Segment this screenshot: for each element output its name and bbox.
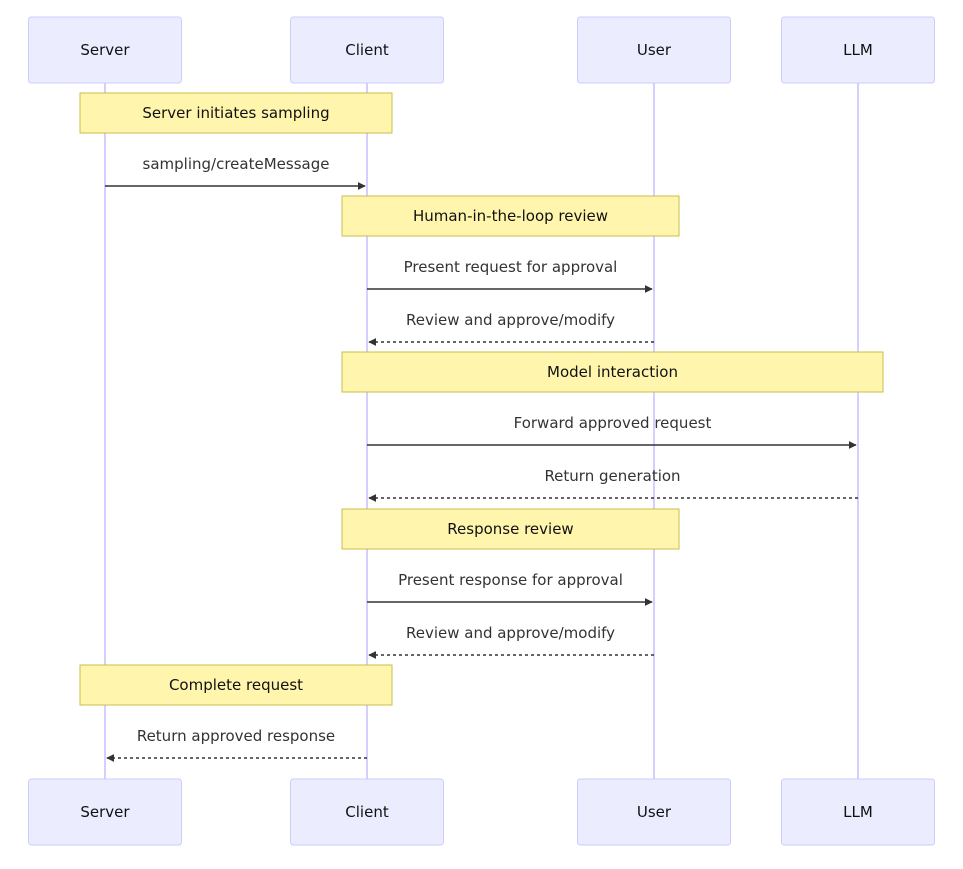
actor-box bbox=[290, 778, 444, 846]
actor-box bbox=[28, 16, 182, 84]
note-text: Complete request bbox=[169, 676, 303, 694]
message: Forward approved request bbox=[367, 414, 857, 449]
actor-user-top: User bbox=[577, 16, 731, 84]
note: Model interaction bbox=[341, 351, 884, 393]
actors-top: Server Client User LLM bbox=[28, 16, 935, 84]
note-box bbox=[341, 508, 680, 550]
message-label: Review and approve/modify bbox=[406, 624, 615, 642]
actor-label: Client bbox=[345, 41, 389, 59]
note-text: Human-in-the-loop review bbox=[413, 207, 608, 225]
actor-label: Server bbox=[80, 803, 130, 821]
actor-server-top: Server bbox=[28, 16, 182, 84]
message-label: sampling/createMessage bbox=[143, 155, 330, 173]
message: Review and approve/modify bbox=[368, 624, 654, 659]
actor-server-bottom: Server bbox=[28, 778, 182, 846]
actor-label: Server bbox=[80, 41, 130, 59]
actor-box bbox=[577, 778, 731, 846]
note: Complete request bbox=[79, 664, 393, 706]
note-box bbox=[341, 195, 680, 237]
actor-user-bottom: User bbox=[577, 778, 731, 846]
note: Response review bbox=[341, 508, 680, 550]
message: Present response for approval bbox=[367, 571, 653, 606]
actor-box bbox=[28, 778, 182, 846]
message: Return approved response bbox=[106, 727, 367, 762]
note-text: Response review bbox=[447, 520, 573, 538]
message-label: Present request for approval bbox=[404, 258, 618, 276]
note-box bbox=[79, 92, 393, 134]
actor-label: User bbox=[637, 41, 672, 59]
note: Human-in-the-loop review bbox=[341, 195, 680, 237]
message-label: Present response for approval bbox=[398, 571, 623, 589]
message-label: Return generation bbox=[544, 467, 680, 485]
message-label: Return approved response bbox=[137, 727, 335, 745]
actor-box bbox=[290, 16, 444, 84]
actor-llm-top: LLM bbox=[781, 16, 935, 84]
actor-llm-bottom: LLM bbox=[781, 778, 935, 846]
note-box bbox=[341, 351, 884, 393]
note-box bbox=[79, 664, 393, 706]
note: Server initiates sampling bbox=[79, 92, 393, 134]
actor-label: User bbox=[637, 803, 672, 821]
diagram-steps: Server initiates sampling sampling/create… bbox=[79, 92, 884, 762]
actor-box bbox=[781, 778, 935, 846]
actor-box bbox=[577, 16, 731, 84]
actor-client-bottom: Client bbox=[290, 778, 444, 846]
message: Review and approve/modify bbox=[368, 311, 654, 346]
note-text: Model interaction bbox=[547, 363, 678, 381]
actor-label: LLM bbox=[843, 41, 873, 59]
message-label: Review and approve/modify bbox=[406, 311, 615, 329]
actor-label: Client bbox=[345, 803, 389, 821]
note-text: Server initiates sampling bbox=[142, 104, 329, 122]
message-label: Forward approved request bbox=[514, 414, 712, 432]
actor-box bbox=[781, 16, 935, 84]
message: sampling/createMessage bbox=[105, 155, 366, 190]
message: Present request for approval bbox=[367, 258, 653, 293]
actor-client-top: Client bbox=[290, 16, 444, 84]
actor-label: LLM bbox=[843, 803, 873, 821]
message: Return generation bbox=[368, 467, 858, 502]
actors-bottom: Server Client User LLM bbox=[28, 778, 935, 846]
